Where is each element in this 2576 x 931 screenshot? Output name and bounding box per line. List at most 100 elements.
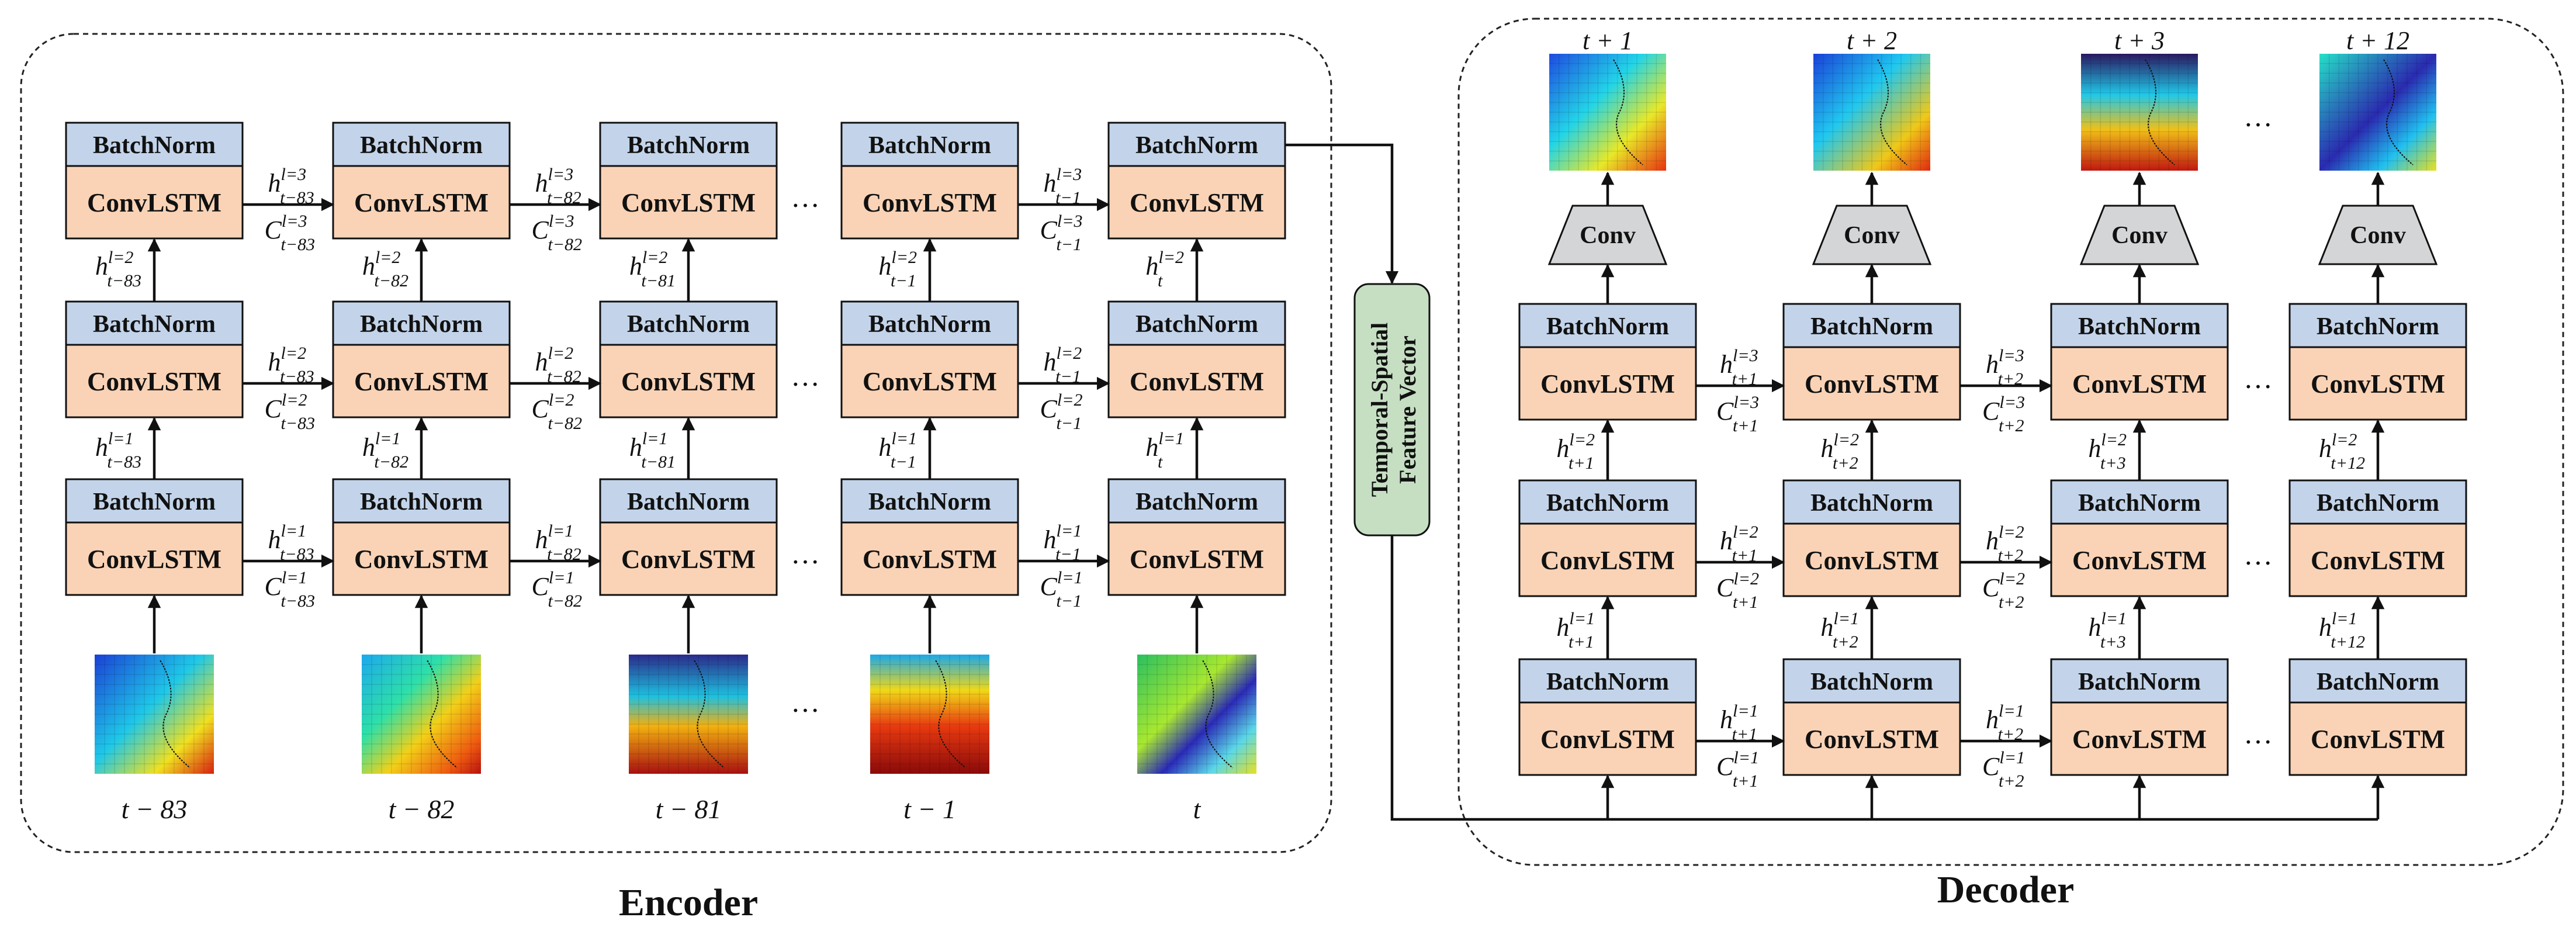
batchnorm-label: BatchNorm (360, 311, 483, 338)
convlstm-box (1107, 344, 1286, 418)
batchnorm-label: BatchNorm (868, 489, 991, 515)
convlstm-label: ConvLSTM (354, 188, 489, 217)
decoder-time-label: t + 1 (1583, 26, 1633, 55)
batchnorm-box (2050, 303, 2229, 348)
batchnorm-label: BatchNorm (2078, 313, 2201, 340)
convlstm-label: ConvLSTM (621, 188, 756, 217)
convlstm-label: ConvLSTM (2072, 725, 2207, 754)
heatmap-image (95, 655, 214, 774)
convlstm-box (1782, 701, 1961, 776)
batchnorm-box (599, 122, 778, 167)
conv-trapezoid (1547, 205, 1668, 265)
convlstm-box (332, 521, 511, 596)
conv-block: Conv (1547, 205, 1668, 265)
batchnorm-box (2288, 658, 2467, 704)
batchnorm-box (2050, 658, 2229, 704)
convlstm-label: ConvLSTM (1540, 369, 1675, 399)
heatmap-image (2081, 54, 2198, 171)
coastline (2383, 59, 2414, 165)
encoder-ellipsis: ··· (791, 368, 820, 400)
decoder-output-ellipsis: ··· (2243, 108, 2273, 141)
convlstm-box (1782, 522, 1961, 597)
convlstm-label: ConvLSTM (863, 545, 997, 574)
decoder: BatchNormConvLSTMBatchNormConvLSTMBatchN… (1518, 26, 2467, 791)
coastline (2145, 59, 2175, 165)
encoder: BatchNormConvLSTMBatchNormConvLSTMBatchN… (65, 122, 1286, 824)
batchnorm-label: BatchNorm (2078, 490, 2201, 517)
convlstm-label: ConvLSTM (1130, 367, 1264, 396)
batchnorm-label: BatchNorm (1810, 669, 1933, 695)
batchnorm-label: BatchNorm (1546, 490, 1669, 517)
convlstm-label: ConvLSTM (87, 545, 221, 574)
convlstm-box (2050, 522, 2229, 597)
heatmap-image (629, 655, 748, 774)
encoder-time-label: t − 82 (389, 794, 455, 824)
decoder-ellipsis: ··· (2243, 725, 2273, 758)
convlstm-box (599, 521, 778, 596)
batchnorm-label: BatchNorm (627, 489, 750, 515)
batchnorm-label: BatchNorm (868, 132, 991, 159)
convlstm-box (2288, 701, 2467, 776)
convlstm-label: ConvLSTM (621, 367, 756, 396)
decoder-time-label: t + 2 (1847, 26, 1897, 55)
batchnorm-label: BatchNorm (627, 311, 750, 338)
convlstm-box (1518, 346, 1697, 421)
convlstm-label: ConvLSTM (621, 545, 756, 574)
convlstm-box (1518, 522, 1697, 597)
convlstm-box (332, 344, 511, 418)
feature-to-decoder-bus (1390, 535, 2378, 821)
convlstm-box (2050, 346, 2229, 421)
batchnorm-box (1782, 303, 1961, 348)
conv-trapezoid (2318, 205, 2438, 265)
convlstm-label: ConvLSTM (1130, 188, 1264, 217)
batchnorm-label: BatchNorm (868, 311, 991, 338)
coastline (427, 660, 458, 769)
encoder-ellipsis: ··· (791, 545, 820, 578)
encoder-input-ellipsis: ··· (791, 694, 820, 726)
encoder-input-heatmap (870, 655, 989, 774)
encoder-ellipsis: ··· (791, 189, 820, 221)
connections: Temporal-SpatialFeature Vector (1285, 143, 2385, 821)
heatmap-image (1549, 54, 1666, 171)
encoder-time-label: t (1193, 794, 1202, 824)
heatmap-image (2319, 54, 2436, 171)
decoder-title: Decoder (1937, 868, 2075, 911)
convlstm-label: ConvLSTM (2311, 725, 2445, 754)
